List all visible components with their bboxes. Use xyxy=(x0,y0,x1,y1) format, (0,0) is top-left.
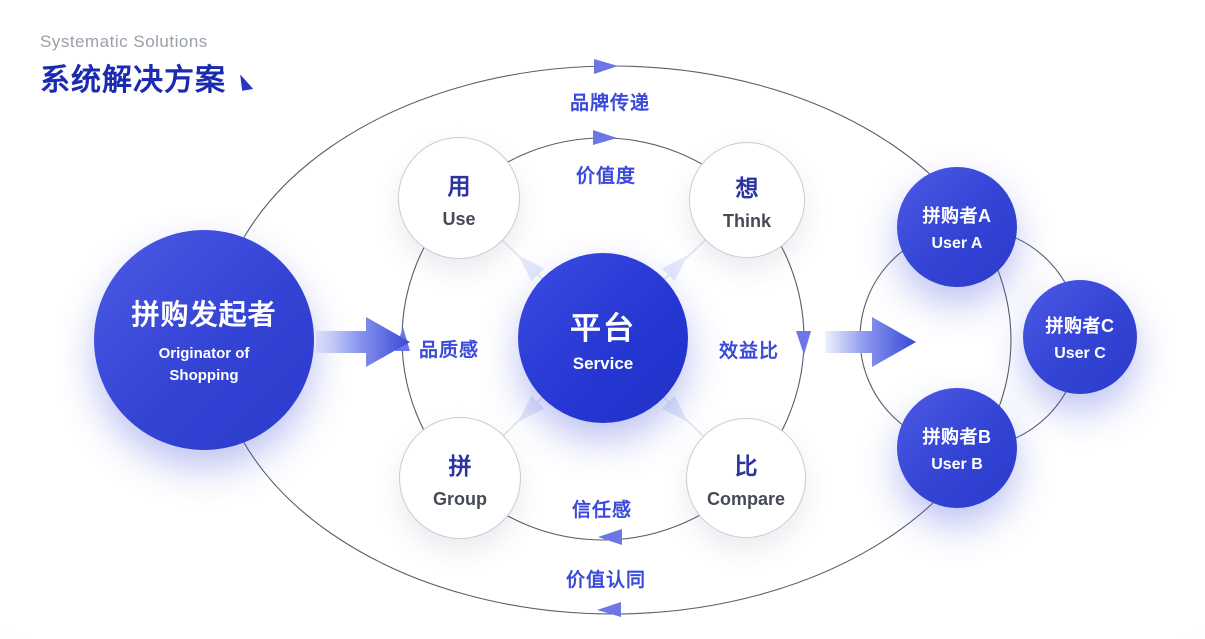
ring-label-value-degree: 价值度 xyxy=(575,166,636,187)
originator-label-en-line2: Shopping xyxy=(169,367,239,384)
middle-bottom-arrowhead xyxy=(598,529,622,545)
outer-top-arrowhead xyxy=(594,59,618,74)
user-b-en: User B xyxy=(931,455,983,473)
factor-use-en: Use xyxy=(442,208,476,229)
factor-circle-think: 想 Think xyxy=(689,142,805,258)
factor-circle-compare: 比 Compare xyxy=(686,418,806,538)
originator-label-en-line1: Originator of xyxy=(158,344,250,362)
user-a-zh: 拼购者A xyxy=(922,205,992,226)
page-title: 系统解决方案 xyxy=(40,64,226,97)
factor-use-zh: 用 xyxy=(447,172,471,199)
ring-label-quality: 品质感 xyxy=(418,340,479,361)
user-c-circle: 拼购者C User C xyxy=(1023,280,1137,394)
platform-label-zh: 平台 xyxy=(570,310,636,346)
ring-label-trust: 信任感 xyxy=(571,500,632,521)
user-a-circle: 拼购者A User A xyxy=(897,167,1017,287)
user-c-zh: 拼购者C xyxy=(1045,315,1115,336)
factor-compare-zh: 比 xyxy=(734,452,758,479)
factor-circle-use: 用 Use xyxy=(398,137,520,259)
originator-label-zh: 拼购发起者 xyxy=(131,298,277,330)
factor-group-zh: 拼 xyxy=(448,452,472,479)
factor-think-en: Think xyxy=(723,210,771,231)
user-a-en: User A xyxy=(931,234,983,252)
header: Systematic Solutions 系统解决方案 xyxy=(40,32,256,99)
glow-arrows xyxy=(518,255,688,422)
outer-bottom-arrowhead xyxy=(597,602,621,617)
flow-arrow-left xyxy=(316,317,410,367)
middle-right-arrowhead xyxy=(796,331,811,355)
cursor-icon xyxy=(240,75,254,91)
platform-circle: 平台 Service xyxy=(518,253,688,423)
platform-label-en: Service xyxy=(572,353,634,373)
factor-think-zh: 想 xyxy=(735,174,759,201)
header-subtitle: Systematic Solutions xyxy=(40,32,208,51)
user-b-zh: 拼购者B xyxy=(922,426,992,447)
ring-label-benefit-ratio: 效益比 xyxy=(718,341,779,362)
ring-label-brand-transfer: 品牌传递 xyxy=(569,93,650,114)
middle-top-arrowhead xyxy=(593,130,617,145)
ring-label-value-recognition: 价值认同 xyxy=(565,570,646,591)
flow-arrow-right xyxy=(825,317,916,367)
user-c-en: User C xyxy=(1054,344,1106,362)
factor-compare-en: Compare xyxy=(706,488,786,509)
user-b-circle: 拼购者B User B xyxy=(897,388,1017,508)
factor-circle-group: 拼 Group xyxy=(399,417,521,539)
originator-circle: 拼购发起者 Originator of Shopping xyxy=(94,230,314,450)
factor-group-en: Group xyxy=(433,488,487,509)
